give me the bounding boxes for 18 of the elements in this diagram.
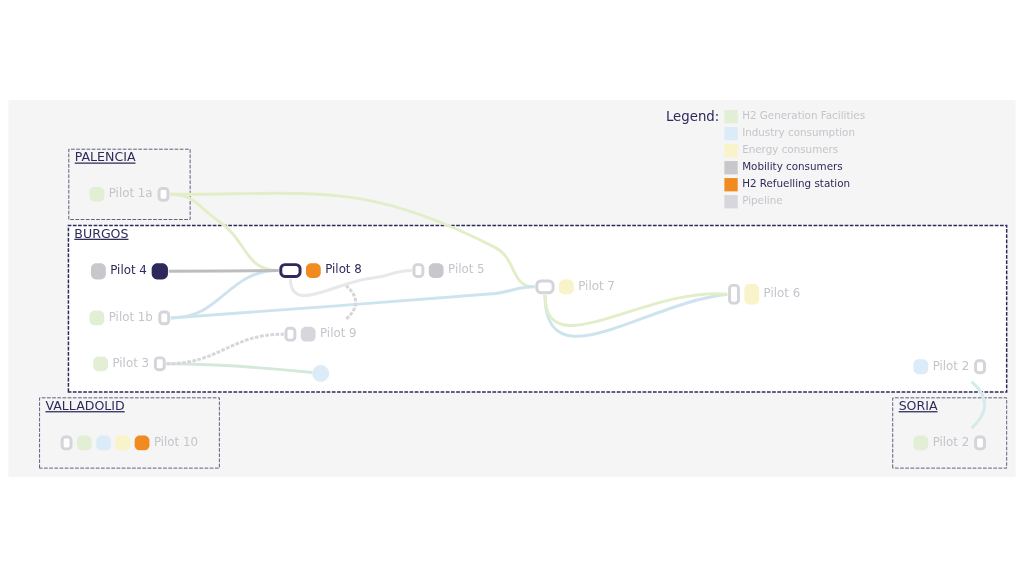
node-label: Pilot 7 — [578, 278, 615, 293]
node-label: Pilot 8 — [325, 261, 362, 276]
connector — [168, 268, 279, 273]
connector — [344, 283, 358, 320]
connector — [543, 292, 728, 327]
legend-label: H2 Refuelling station — [742, 176, 851, 189]
connector — [543, 292, 728, 338]
connector — [288, 268, 412, 297]
legend-label: Mobility consumers — [742, 159, 843, 172]
node-circle — [312, 364, 330, 382]
node-label: Pilot 9 — [320, 325, 357, 340]
node-label: Pilot 5 — [448, 261, 485, 276]
connector — [970, 380, 986, 429]
node-label: Pilot 6 — [763, 285, 801, 300]
connector — [170, 284, 535, 319]
connector — [170, 268, 279, 319]
label: Legend: — [665, 108, 720, 124]
connector — [166, 332, 284, 365]
